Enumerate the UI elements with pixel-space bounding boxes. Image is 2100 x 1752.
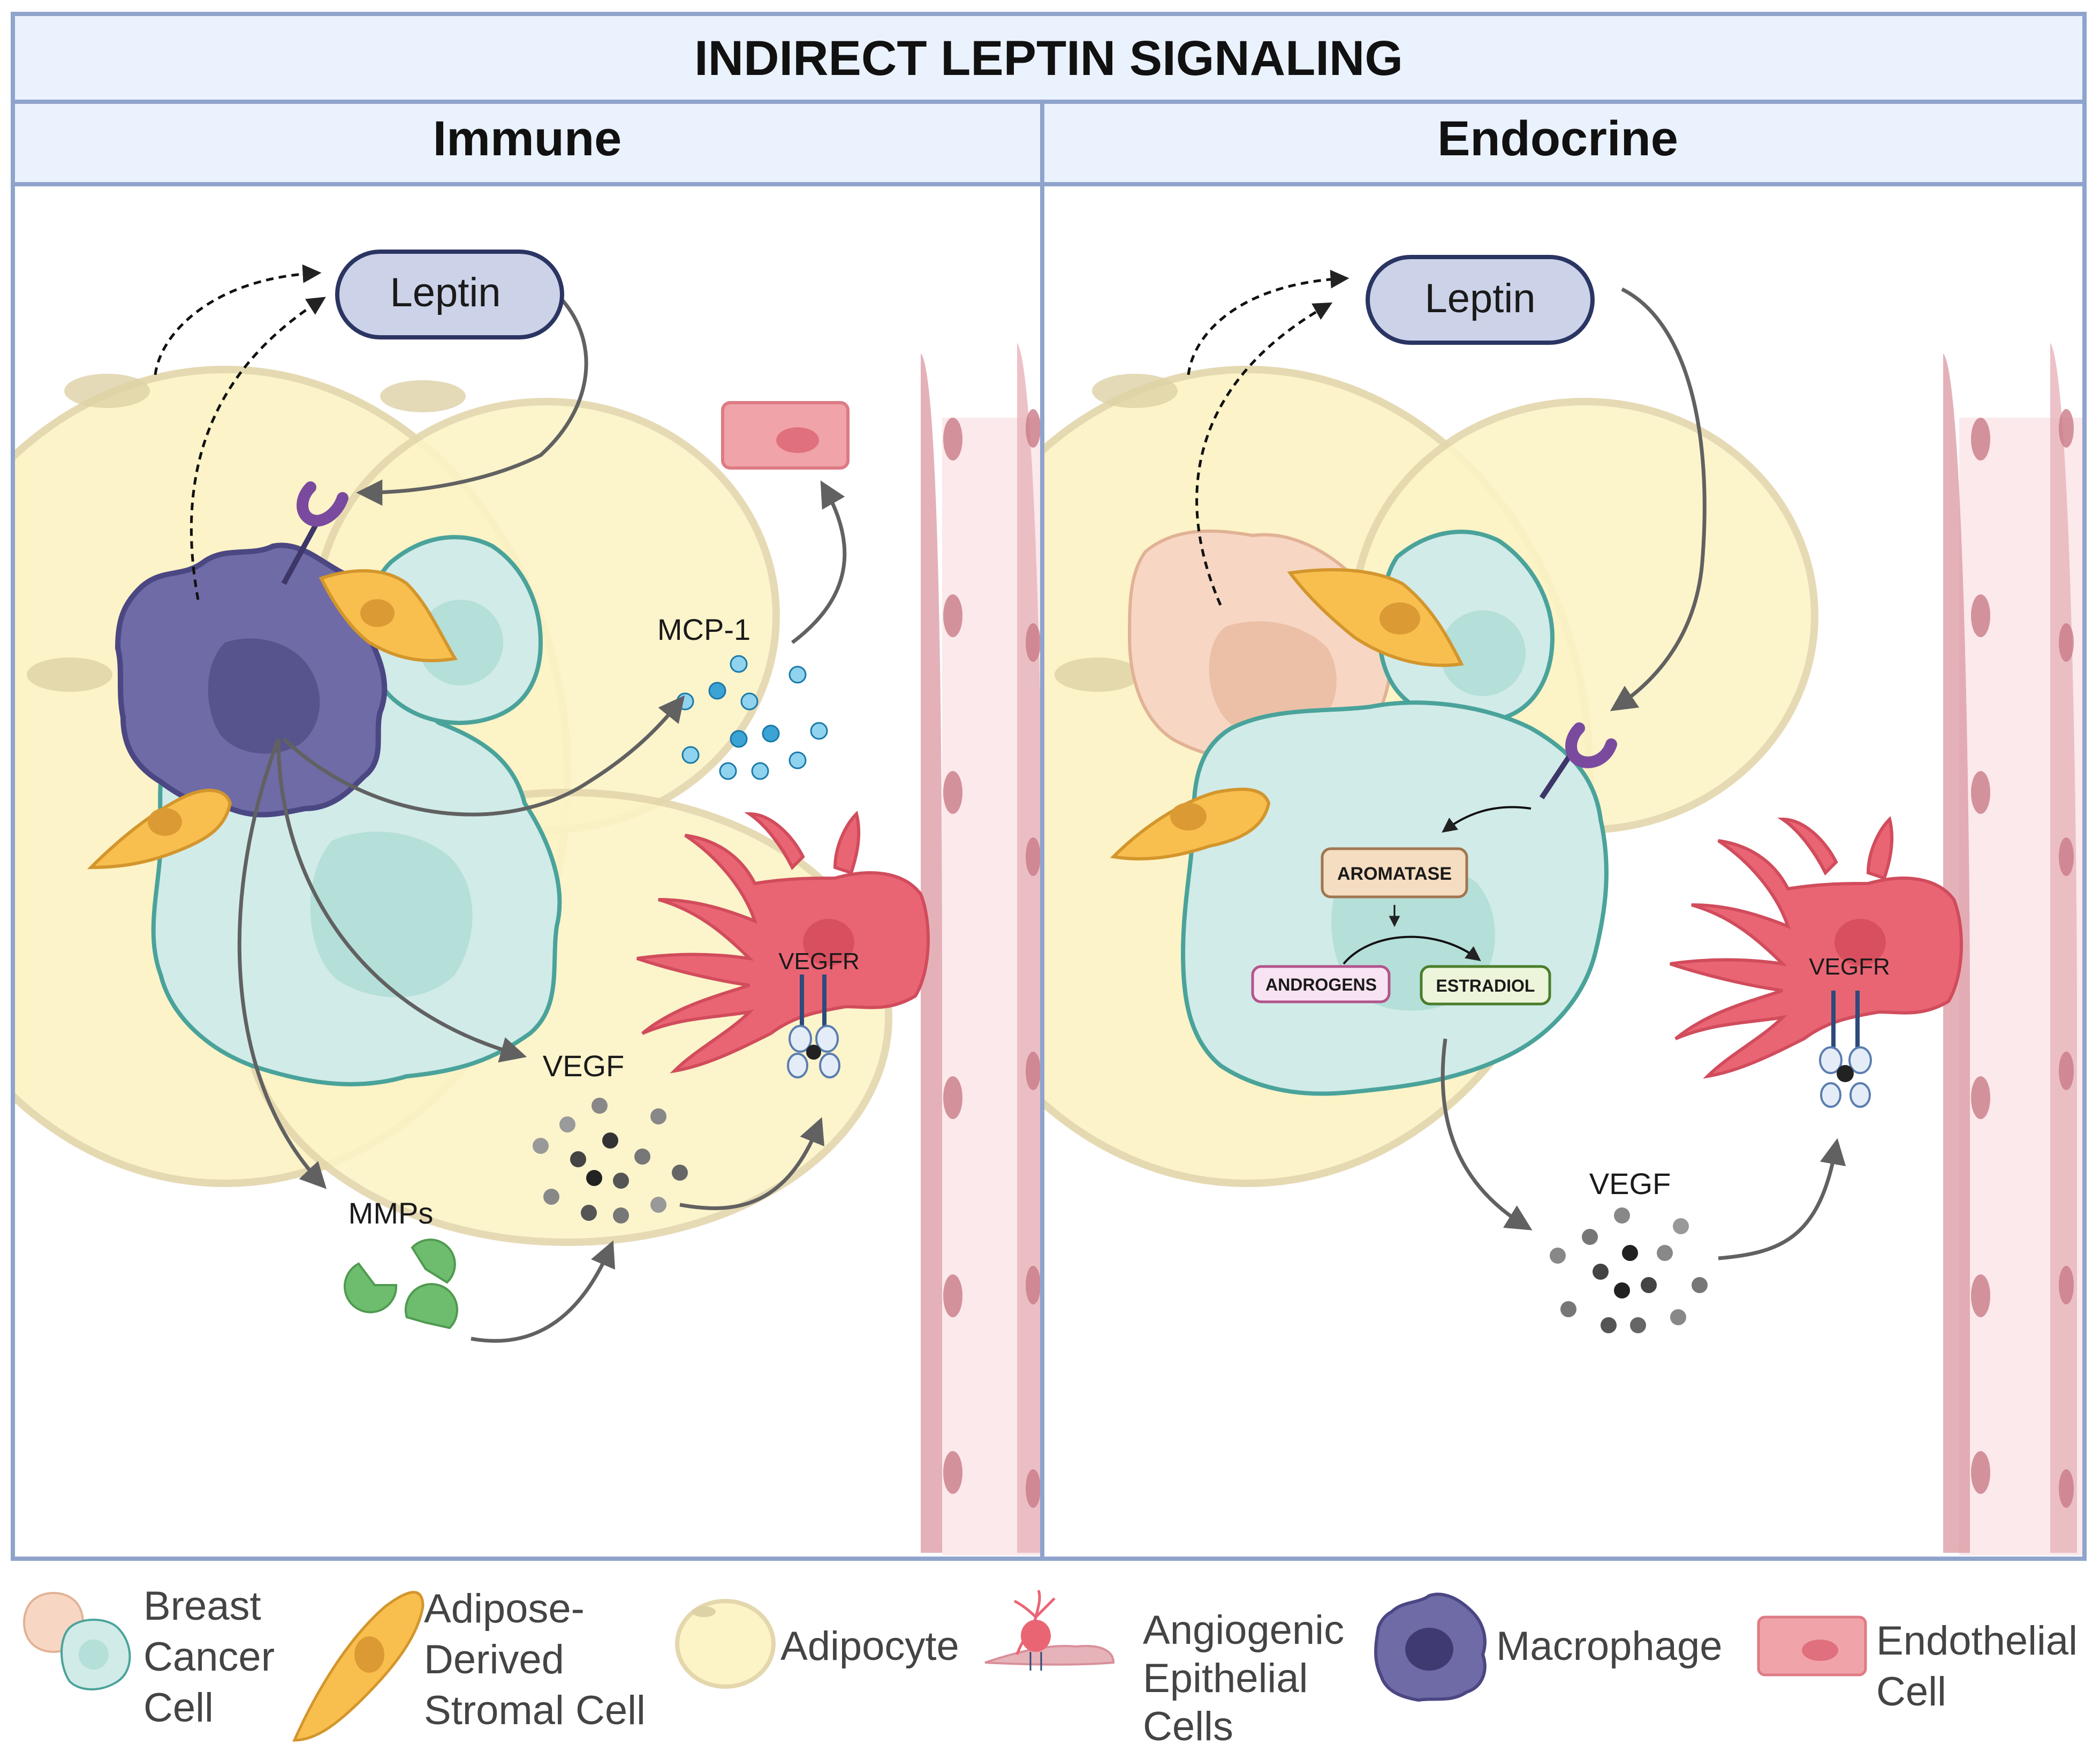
legend-angiogenic-line3: Cells	[1143, 1704, 1233, 1749]
legend-macrophage-icon	[1374, 1592, 1487, 1702]
aromatase-label: AROMATASE	[1337, 864, 1452, 884]
macrophage	[115, 542, 388, 818]
vegf-label-endocrine: VEGF	[1589, 1167, 1671, 1200]
endothelial-cell-immune	[721, 401, 850, 470]
legend-breast-cancer-line1: Breast	[143, 1583, 261, 1629]
legend-endothelial-line1: Endothelial	[1876, 1618, 2078, 1664]
breast-cancer-cell-small	[365, 535, 543, 725]
stromal-cells	[87, 569, 458, 870]
endocrine-arrows	[1187, 269, 1846, 1260]
blood-vessel-endocrine	[1943, 343, 2082, 1555]
leptin-receptor-immune	[281, 481, 348, 585]
mcp1-molecules	[676, 655, 828, 780]
immune-panel: Leptin MCP-1 VEGF VEGFR MMPs	[15, 250, 1040, 1555]
androgens-label: ANDROGENS	[1265, 975, 1377, 994]
leptin-label-immune: Leptin	[390, 270, 501, 315]
vegfr-label-endocrine: VEGFR	[1809, 954, 1890, 980]
vegf-label-immune: VEGF	[543, 1049, 624, 1083]
androgens-box	[1251, 965, 1391, 1003]
leptin-node-endocrine	[1366, 255, 1595, 345]
legend-stromal-icon	[292, 1591, 424, 1742]
estradiol-box	[1420, 965, 1551, 1006]
panel-header-endocrine: Endocrine	[1437, 111, 1678, 166]
panel-header-immune: Immune	[433, 111, 622, 166]
angiogenic-epithelial-cell-endocrine	[1670, 816, 1963, 1108]
vegfr-label-immune: VEGFR	[778, 948, 860, 975]
vegf-molecules-immune	[533, 1098, 688, 1224]
legend-adipocyte: Adipocyte	[780, 1623, 959, 1669]
legend-adipocyte-icon	[675, 1599, 776, 1689]
immune-arrows	[154, 264, 847, 1343]
aromatase-box	[1321, 847, 1468, 898]
legend-breast-cancer-line3: Cell	[143, 1685, 214, 1731]
legend-endothelial-line2: Cell	[1876, 1669, 1946, 1715]
angiogenic-epithelial-cell-immune	[636, 811, 930, 1078]
mcp1-label: MCP-1	[657, 613, 750, 646]
leptin-receptor-endocrine	[1539, 722, 1617, 799]
legend-breast-cancer-line2: Cancer	[143, 1634, 275, 1680]
diagram-title: INDIRECT LEPTIN SIGNALING	[694, 31, 1403, 86]
mmps-label: MMPs	[348, 1196, 434, 1230]
legend-stromal-line2: Derived	[424, 1637, 564, 1682]
leptin-node-immune	[335, 250, 564, 339]
estradiol-label: ESTRADIOL	[1436, 976, 1535, 995]
endocrine-panel: AROMATASE ANDROGENS ESTRADIOL	[1044, 255, 2082, 1555]
legend-angiogenic-icon	[984, 1590, 1115, 1671]
legend: Breast Cancer Cell Adipose- Derived Stro…	[23, 1583, 2078, 1749]
blood-vessel	[921, 343, 1040, 1555]
leptin-label-endocrine: Leptin	[1424, 276, 1535, 321]
stromal-cells-endocrine	[1110, 568, 1464, 860]
legend-angiogenic-line2: Epithelial	[1143, 1656, 1308, 1701]
legend-macrophage: Macrophage	[1496, 1623, 1723, 1669]
mmp-enzymes	[344, 1239, 458, 1330]
vegf-molecules-endocrine	[1550, 1207, 1708, 1333]
legend-stromal-line1: Adipose-	[424, 1586, 585, 1632]
legend-endothelial-icon	[1757, 1615, 1867, 1677]
legend-angiogenic-line1: Angiogenic	[1143, 1607, 1344, 1653]
legend-stromal-line3: Stromal Cell	[424, 1688, 646, 1733]
legend-breast-cancer-icon	[23, 1592, 131, 1690]
